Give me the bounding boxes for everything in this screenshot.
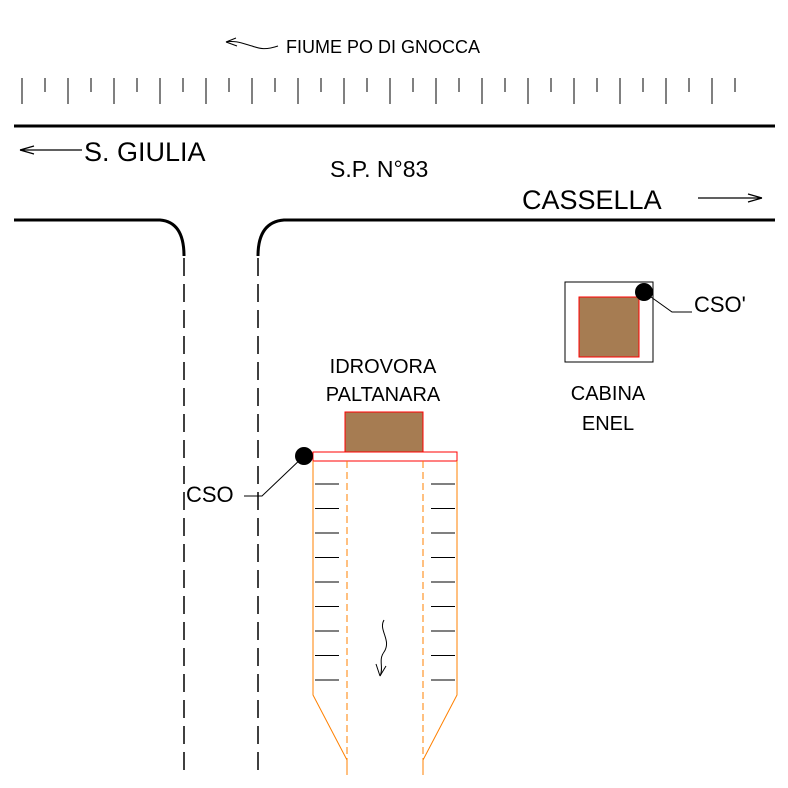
cabin-label-line2: ENEL (582, 413, 634, 435)
west-arrow (19, 145, 82, 155)
pump-station-label-line2: PALTANARA (326, 384, 441, 406)
cabin-building (578, 296, 640, 358)
canal-flow-arrow (375, 619, 388, 677)
river-flow-arrow (225, 37, 279, 50)
road-west-label: S. GIULIA (84, 137, 206, 167)
canal-inner-dashes (346, 461, 424, 760)
cso-left-label: CSO (186, 482, 234, 507)
pump-station-label-line1: IDROVORA (330, 356, 437, 378)
cso-right-leader (643, 291, 692, 313)
pump-station-building (344, 411, 424, 453)
road-east-label: CASSELLA (522, 185, 662, 215)
river-bank-ticks (21, 78, 736, 104)
pump-station-platform (312, 451, 458, 462)
canal-banks (312, 461, 458, 775)
cabin-label-line1: CABINA (571, 383, 646, 405)
east-arrow (698, 193, 763, 203)
road-name-label: S.P. N°83 (330, 156, 428, 182)
road-south-edge-east (256, 218, 775, 257)
canal-bank-ticks (315, 483, 455, 681)
cso-left-leader (244, 455, 305, 497)
cso-right-label: CSO' (694, 292, 746, 317)
river-label: FIUME PO DI GNOCCA (286, 37, 480, 57)
road-south-edge-west (14, 218, 186, 257)
